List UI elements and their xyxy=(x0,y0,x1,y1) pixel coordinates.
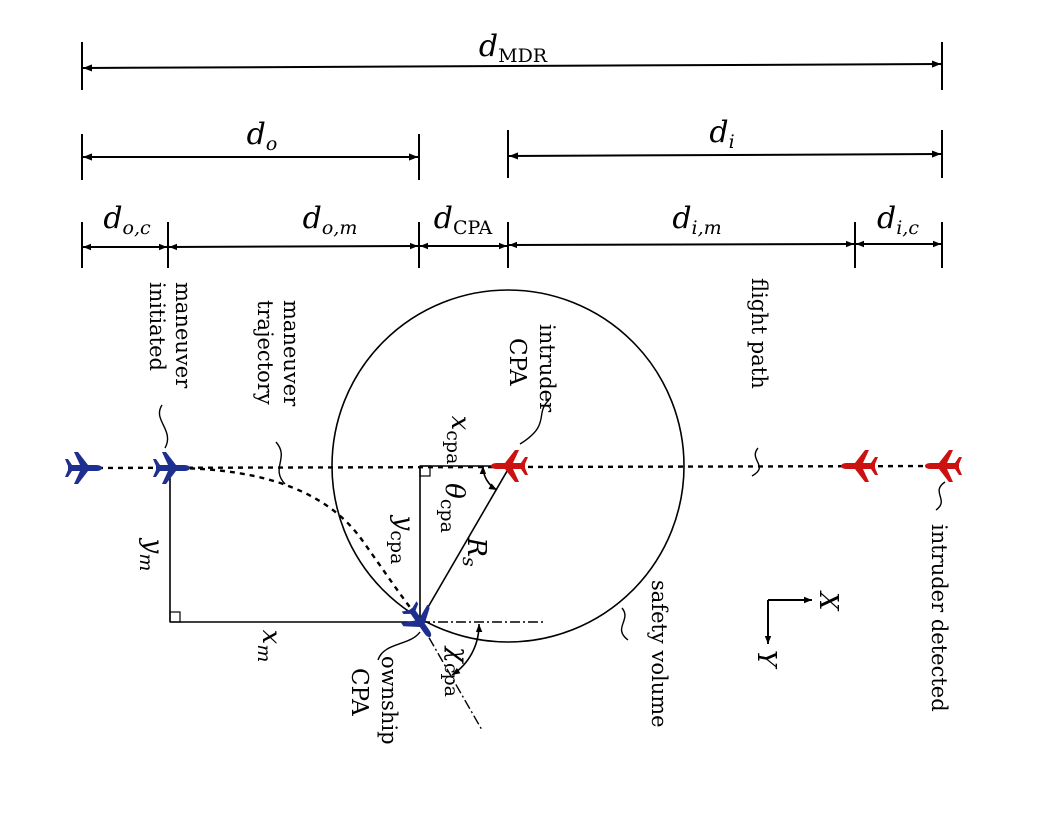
svg-text:χcpa: χcpa xyxy=(440,645,473,697)
ownship-aircraft-initial xyxy=(65,452,102,484)
annotation-maneuver-trajectory: maneuver trajectory xyxy=(253,300,303,407)
label-d-ic: di,c xyxy=(877,201,919,239)
svg-text:xcpa: xcpa xyxy=(442,416,475,465)
dimension-d-o: do xyxy=(81,117,420,180)
annotation-ownship-cpa: ownship CPA xyxy=(346,656,401,745)
label-y-m: ym xyxy=(135,538,168,572)
axis-label-y: Y xyxy=(751,650,781,670)
svg-text:θcpa: θcpa xyxy=(436,483,469,533)
label-x-m: xm xyxy=(253,630,286,663)
svg-text:Rs: Rs xyxy=(458,536,491,567)
coordinate-axes: X Y xyxy=(751,590,843,670)
dimension-d-i: di xyxy=(507,115,943,178)
annotation-flight-path: flight path xyxy=(747,278,771,389)
intruder-aircraft-detected xyxy=(925,450,962,482)
svg-text:safety volume: safety volume xyxy=(647,580,671,728)
dimension-d-mdr: dMDR xyxy=(81,29,943,90)
label-d-o: do xyxy=(247,117,278,155)
dimension-row-segments: do,c do,m dCPA di,m di,c xyxy=(81,201,943,268)
label-chi-cpa: χcpa xyxy=(440,645,473,697)
intruder-aircraft-cpa xyxy=(491,450,528,482)
svg-text:ycpa: ycpa xyxy=(386,515,419,565)
maneuver-trajectory-curve xyxy=(169,466,421,621)
annotation-intruder-detected: intruder detected xyxy=(927,524,951,712)
callout-squiggles xyxy=(158,399,946,661)
svg-text:CPA: CPA xyxy=(346,668,372,716)
label-d-om: do,m xyxy=(303,201,358,239)
svg-text:maneuver: maneuver xyxy=(171,282,195,389)
label-r-s: Rs xyxy=(458,536,491,567)
intruder-aircraft-mid xyxy=(841,450,878,482)
axis-label-x: X xyxy=(813,590,843,612)
svg-text:intruder: intruder xyxy=(535,324,559,413)
annotation-safety-volume: safety volume xyxy=(647,580,671,728)
svg-text:Y: Y xyxy=(751,650,781,670)
safety-volume-circle xyxy=(331,289,685,643)
svg-text:xm: xm xyxy=(253,630,286,663)
svg-text:intruder detected: intruder detected xyxy=(927,524,951,712)
svg-text:CPA: CPA xyxy=(504,338,530,386)
label-d-oc: do,c xyxy=(103,201,151,239)
svg-text:ownship: ownship xyxy=(377,656,401,745)
svg-text:maneuver: maneuver xyxy=(279,300,303,407)
annotation-intruder-cpa: intruder CPA xyxy=(504,324,559,413)
ownship-aircraft-maneuver-start xyxy=(153,452,190,484)
label-d-i: di xyxy=(709,115,734,153)
label-theta-cpa: θcpa xyxy=(436,483,469,533)
svg-text:ym: ym xyxy=(135,538,168,572)
annotation-maneuver-initiated: maneuver initiated xyxy=(145,282,195,389)
svg-text:trajectory: trajectory xyxy=(253,300,277,405)
label-d-mdr: dMDR xyxy=(479,29,548,67)
svg-text:initiated: initiated xyxy=(145,282,169,371)
label-d-im: di,m xyxy=(672,201,721,239)
svg-text:X: X xyxy=(813,590,843,612)
svg-text:flight path: flight path xyxy=(747,278,771,389)
label-y-cpa: ycpa xyxy=(386,515,419,565)
label-x-cpa: xcpa xyxy=(442,416,475,465)
label-d-cpa: dCPA xyxy=(434,201,493,239)
